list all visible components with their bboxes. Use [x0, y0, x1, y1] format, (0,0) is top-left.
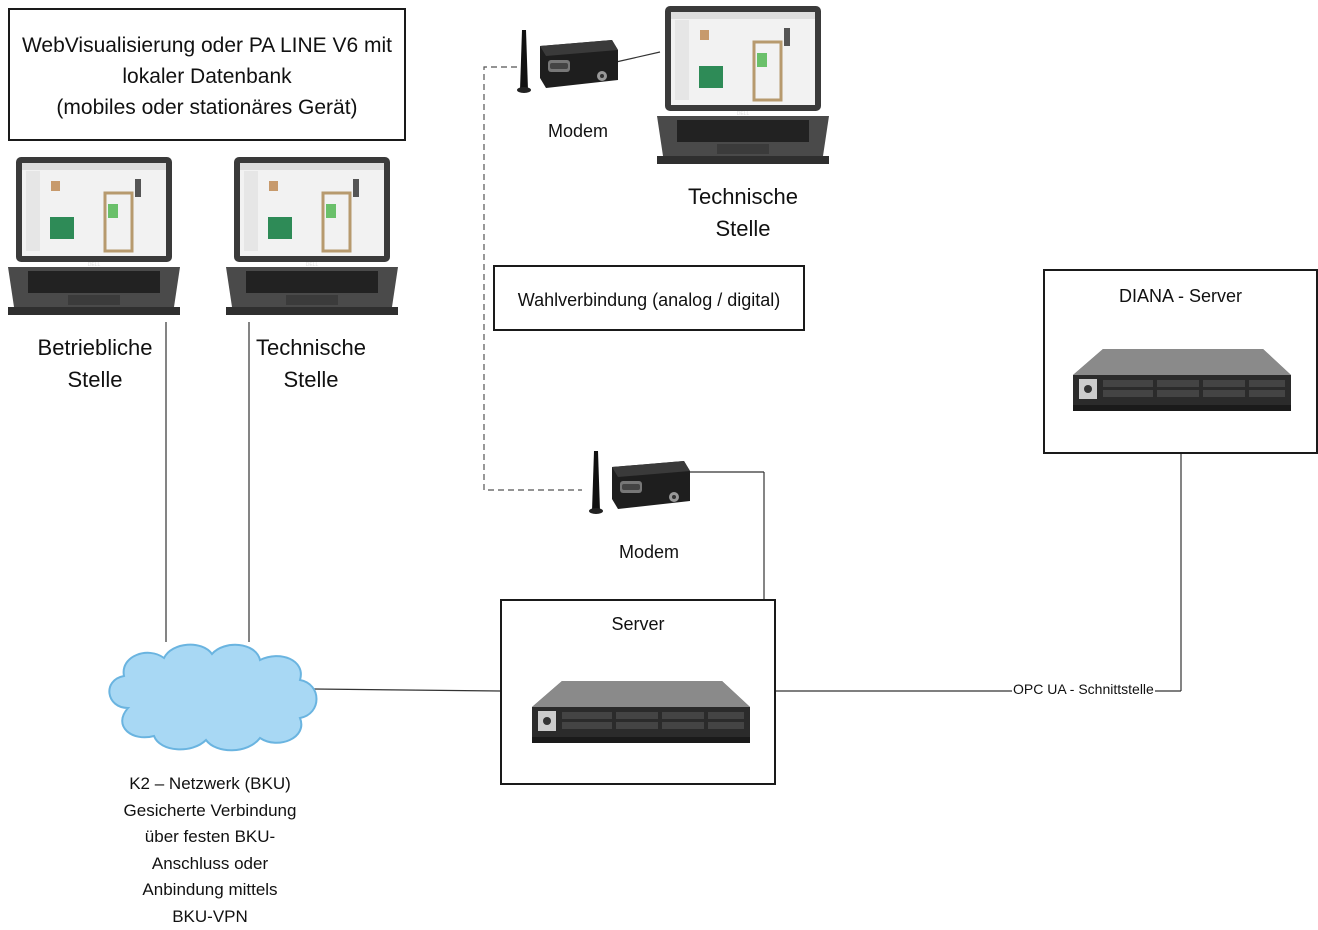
dial-connection-box: Wahlverbindung (analog / digital): [493, 265, 805, 331]
label-modem-mid: Modem: [618, 542, 680, 562]
diana-server-title: DIANA - Server: [1118, 286, 1243, 306]
network-cloud-icon: [98, 638, 324, 763]
laptop-brand: DELL: [88, 262, 101, 268]
label-betriebliche-stelle: Betriebliche Stelle: [37, 335, 153, 392]
modem-top-icon: [512, 28, 622, 103]
dial-connection-dashed: [483, 66, 582, 491]
line-cloud-to-server: [313, 688, 501, 692]
label-technische-stelle-left: Technische Stelle: [255, 335, 367, 392]
server-icon: [532, 681, 750, 750]
diana-server-icon: [1073, 349, 1291, 418]
header-box: WebVisualisierung oder PA LINE V6 mit lo…: [8, 8, 406, 141]
laptop-technische-top-icon: DELL: [657, 6, 829, 176]
opc-ua-interface-label: OPC UA - Schnittstelle: [1012, 681, 1155, 697]
diana-server-box: DIANA - Server: [1043, 269, 1318, 454]
dial-connection-label: Wahlverbindung (analog / digital): [517, 290, 781, 310]
line-modem-top-to-laptop: [615, 51, 661, 63]
laptop-technische-left-icon: DELL: [226, 157, 398, 327]
server-box: Server: [500, 599, 776, 785]
server-title: Server: [611, 614, 665, 634]
modem-mid-icon: [584, 449, 694, 524]
laptop-brand: DELL: [306, 262, 319, 268]
label-technische-stelle-top: Technische Stelle: [687, 184, 799, 241]
network-description: K2 – Netzwerk (BKU) Gesicherte Verbindun…: [123, 774, 297, 926]
laptop-brand: DELL: [737, 111, 750, 117]
label-modem-top: Modem: [547, 121, 609, 141]
header-box-text: WebVisualisierung oder PA LINE V6 mit lo…: [21, 34, 393, 119]
laptop-betriebliche-icon: DELL: [8, 157, 180, 327]
